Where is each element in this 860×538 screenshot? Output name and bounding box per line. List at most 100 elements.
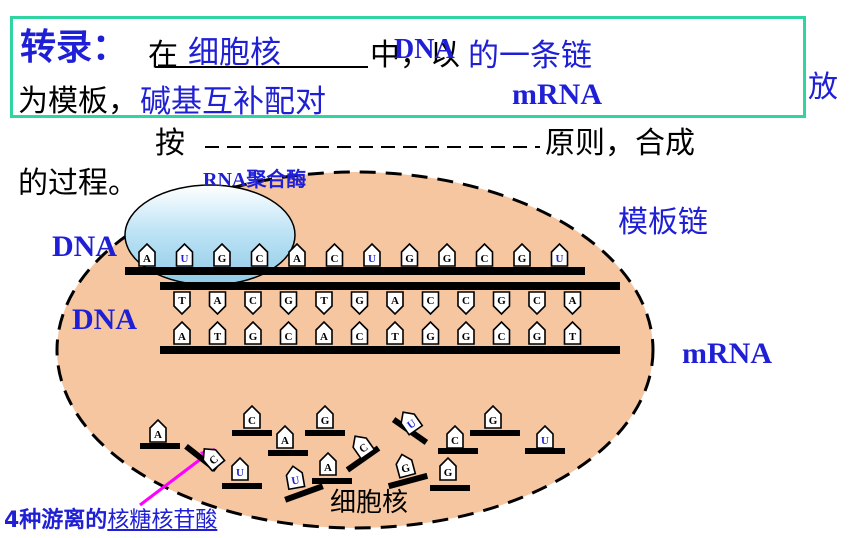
svg-text:C: C [451, 435, 459, 447]
svg-text:A: A [154, 429, 162, 441]
mrna-base: G [213, 242, 231, 267]
free-nucleotide-backbone [430, 485, 470, 491]
svg-text:G: G [284, 295, 293, 307]
mrna-answer: mRNA [512, 78, 602, 111]
svg-text:U: U [181, 253, 189, 265]
svg-text:A: A [391, 295, 399, 307]
svg-text:A: A [214, 295, 222, 307]
coding-base: C [244, 291, 262, 316]
mrna-base: C [475, 242, 494, 267]
free-nucleotide-backbone [305, 430, 345, 436]
mrna-base: U [175, 242, 194, 267]
free-nucleotide-backbone [232, 430, 272, 436]
coding-base: C [528, 291, 546, 316]
svg-text:C: C [248, 415, 256, 427]
svg-text:A: A [569, 295, 577, 307]
line3-pre: 按 [155, 126, 185, 161]
svg-text:G: G [355, 295, 364, 307]
template-strand-label: 模板链 [618, 205, 708, 240]
template-base: A [315, 320, 333, 345]
free-nucleotide: A [276, 424, 294, 449]
svg-text:U: U [541, 435, 549, 447]
svg-text:A: A [281, 435, 289, 447]
svg-text:A: A [143, 253, 151, 265]
coding-base: A [208, 291, 227, 316]
blank3-answer: 碱基互补配对 [140, 84, 326, 120]
coding-base: C [457, 291, 475, 316]
template-base: G [457, 320, 475, 345]
pointer-arrow [139, 450, 211, 507]
svg-text:C: C [249, 295, 257, 307]
svg-text:T: T [214, 331, 222, 343]
svg-text:G: G [518, 253, 527, 265]
free-nucleotide: G [439, 456, 457, 481]
free-nucleotide-backbone [387, 472, 429, 490]
template-base: C [492, 320, 511, 345]
mrna-label: mRNA [682, 337, 772, 370]
nucleus-label: 细胞核 [330, 488, 409, 518]
coding-base: C [421, 291, 440, 316]
svg-text:G: G [218, 253, 227, 265]
free-nucleotide-backbone [525, 448, 565, 454]
free-nucleotide: C [202, 447, 226, 472]
line2-pre: 为模板， [18, 84, 138, 119]
free-nucleotide-backbone [222, 483, 262, 489]
dna-mid-label: DNA [72, 303, 137, 336]
free-nucleotide-backbone [284, 483, 324, 503]
svg-text:C: C [427, 295, 435, 307]
svg-text:G: G [489, 415, 498, 427]
free-nucleotide-backbone [268, 450, 308, 456]
template-base: G [421, 320, 440, 345]
svg-text:C: C [462, 295, 470, 307]
svg-text:A: A [178, 331, 186, 343]
svg-text:G: G [497, 295, 506, 307]
mrna-base: C [325, 242, 344, 267]
free-nucleotide: G [395, 453, 417, 479]
free-nucleotide: G [316, 404, 334, 429]
svg-text:C: C [481, 253, 489, 265]
coding-base: A [563, 291, 582, 316]
free-nucleotides-term: 核糖核苷酸 [107, 508, 218, 533]
coding-base: G [279, 291, 298, 316]
svg-text:A: A [293, 253, 301, 265]
free-nucleotide-backbone [140, 443, 180, 449]
svg-text:C: C [356, 331, 364, 343]
heading-title: 转录： [20, 27, 129, 68]
coding-base: T [315, 291, 333, 316]
svg-text:G: G [426, 331, 435, 343]
svg-text:T: T [178, 295, 186, 307]
svg-text:C: C [498, 331, 506, 343]
free-nucleotide: U [536, 424, 554, 449]
free-nucleotide: C [243, 404, 261, 429]
template-strand-backbone [160, 346, 620, 354]
svg-text:C: C [285, 331, 293, 343]
free-nucleotides-label: 4种游离的核糖核苷酸 [4, 502, 217, 534]
svg-text:G: G [533, 331, 542, 343]
svg-text:G: G [321, 415, 330, 427]
blank1-answer: 细胞核 [188, 35, 281, 71]
template-base: A [173, 320, 191, 345]
dna-overlay: DNA [394, 34, 455, 65]
free-nucleotide: U [231, 456, 249, 481]
line1-pre: 在 [148, 38, 178, 73]
free-nucleotide-backbone [470, 430, 520, 436]
line3-post: 原则，合成 [545, 126, 695, 161]
svg-text:G: G [400, 462, 412, 476]
template-base: T [563, 320, 582, 345]
svg-text:U: U [236, 467, 244, 479]
svg-text:T: T [391, 331, 399, 343]
line1-mid: 中，以 [370, 38, 460, 73]
free-nucleotide: A [149, 418, 167, 443]
svg-text:U: U [368, 253, 376, 265]
template-base: C [279, 320, 298, 345]
free-nucleotide: A [319, 451, 337, 476]
free-nucleotide: U [400, 411, 424, 436]
line4: 的过程。 [18, 166, 138, 201]
free-nucleotide: U [285, 465, 306, 491]
template-base: T [208, 320, 227, 345]
mrna-base: A [288, 242, 306, 267]
mrna-base: A [138, 242, 156, 267]
coding-base: G [492, 291, 511, 316]
mrna-backbone [125, 267, 585, 275]
